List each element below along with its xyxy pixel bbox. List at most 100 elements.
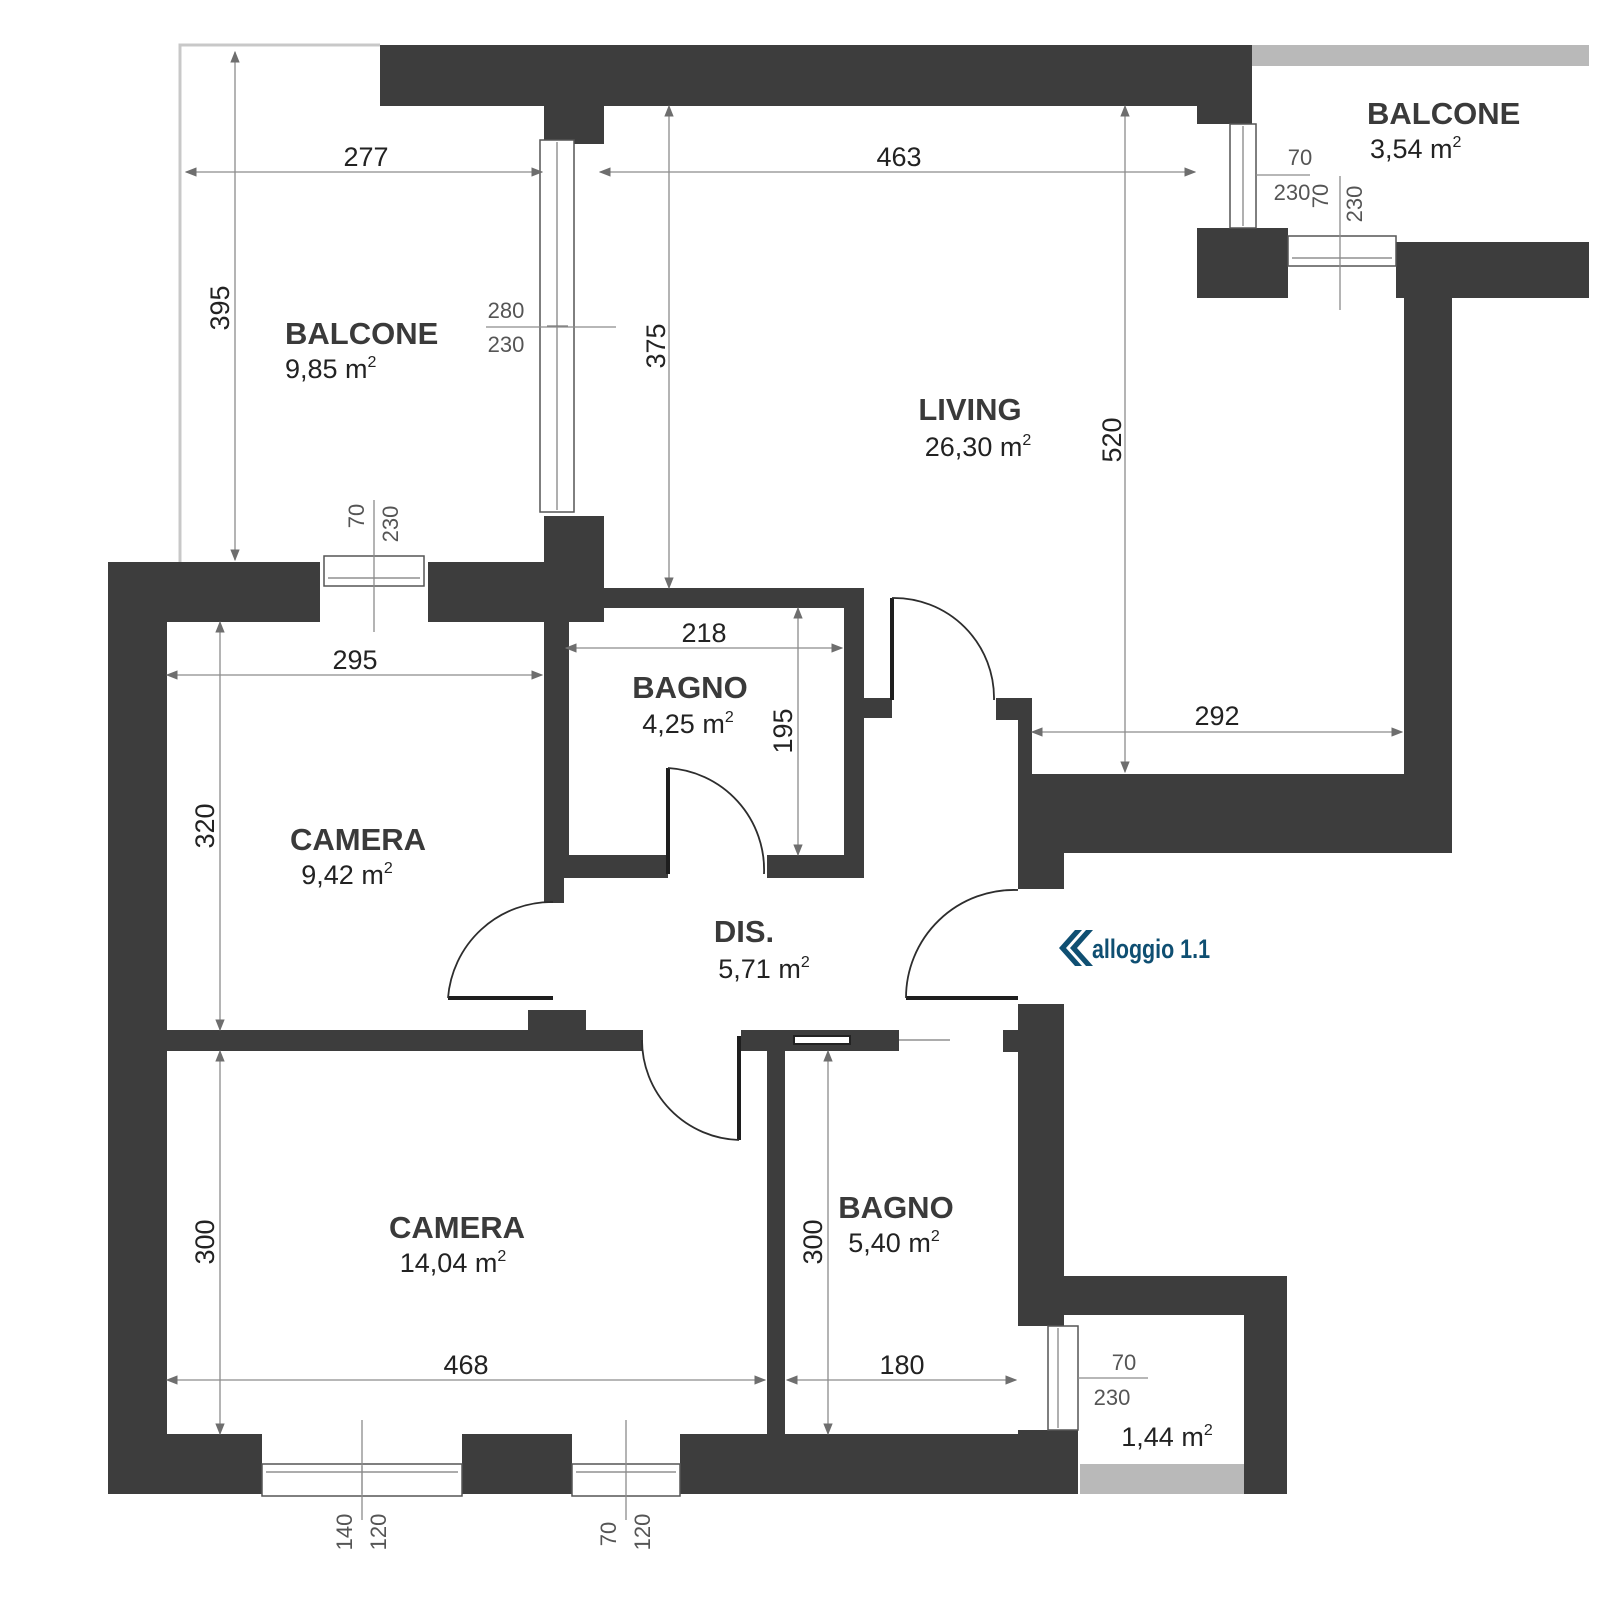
wall-bagno-north	[544, 588, 864, 608]
balcony-elements	[178, 43, 1589, 1494]
chevron-left-icon	[1070, 930, 1093, 966]
wall-bagno-south-west	[544, 855, 668, 878]
window-living-balcone	[539, 139, 575, 513]
win-bagno-lower-sill: 70	[596, 1522, 621, 1546]
wall-north-camera-east	[428, 562, 604, 622]
dim-balcone-depth: 395	[205, 285, 235, 330]
door-bagno-upper	[666, 767, 765, 875]
win-balcone-ne-height: 230	[1274, 180, 1311, 205]
win-camera-upper-height: 230	[378, 506, 403, 543]
wall-bagno-lower-west	[767, 1030, 785, 1464]
win-living-ne-height: 230	[1342, 186, 1367, 223]
wall-bagno-east-jamb	[864, 698, 892, 718]
room-bagno-lower: BAGNO 5,40 m2	[838, 1190, 953, 1258]
dim-camera-upper-depth: 320	[190, 803, 220, 848]
window-living-east	[1287, 235, 1397, 267]
room-name: BAGNO	[838, 1190, 953, 1225]
window-bagno-loggia	[1047, 1325, 1079, 1431]
dim-bagno-upper-depth: 195	[768, 708, 798, 753]
room-name: CAMERA	[389, 1210, 525, 1245]
room-balcone-west: BALCONE 9,85 m2	[285, 316, 438, 384]
wall-corridor-east-jamb	[996, 698, 1032, 720]
dim-camera-upper-width: 295	[332, 645, 377, 675]
wall-middle-west	[167, 1030, 643, 1051]
wall-bagno-west	[544, 608, 569, 878]
terrace-strip-loggia	[1080, 1464, 1244, 1494]
wall-pier-north-west	[544, 104, 604, 144]
room-area: 1,44 m2	[1121, 1422, 1213, 1452]
window-living-north-east	[1229, 123, 1257, 229]
wall-loggia-east	[1244, 1276, 1287, 1494]
room-area: 14,04 m2	[400, 1248, 507, 1278]
unit-logo-text: alloggio 1.1	[1092, 934, 1210, 964]
room-area: 3,54 m2	[1370, 134, 1462, 164]
dim-bagno-upper-width: 218	[681, 618, 726, 648]
room-name: BALCONE	[1367, 96, 1520, 131]
win-living-balcone-sill: 280	[488, 298, 525, 323]
win-bagno-lower-height: 120	[630, 1514, 655, 1551]
win-living-balcone-height: 230	[488, 332, 525, 357]
room-bagno-upper: BAGNO 4,25 m2	[632, 670, 747, 739]
win-camera-upper-sill: 70	[344, 504, 369, 528]
room-area: 9,85 m2	[285, 354, 377, 384]
win-loggia-height: 230	[1094, 1385, 1131, 1410]
dim-living-width: 463	[876, 142, 921, 172]
wall-east-stub	[1396, 242, 1589, 298]
room-name: CAMERA	[290, 822, 426, 857]
wall-pier-north-east	[1197, 104, 1252, 124]
wall-south-2	[462, 1434, 572, 1494]
dim-living-width-lower: 292	[1194, 701, 1239, 731]
wall-south-1	[108, 1434, 262, 1494]
room-loggia: 1,44 m2	[1121, 1422, 1213, 1452]
wall-corridor-east	[1018, 774, 1064, 889]
room-area: 5,71 m2	[718, 954, 810, 984]
wall-middle-block	[528, 1010, 586, 1032]
dimension-values: 277 463 395 375 520 292 218 195 295 320 …	[190, 142, 1240, 1380]
balcony-railing-west	[178, 43, 380, 565]
wall-bagno-lower-east	[1018, 1004, 1064, 1326]
doors	[447, 597, 1019, 1141]
room-living: LIVING 26,30 m2	[918, 392, 1031, 462]
wall-south-3	[680, 1434, 1078, 1494]
room-name: DIS.	[714, 914, 774, 949]
wall-bagno-south-east	[767, 855, 864, 878]
dim-camera-lower-depth: 300	[190, 1219, 220, 1264]
door-living-corridor	[905, 889, 1019, 1000]
unit-logo: alloggio 1.1	[1059, 930, 1210, 966]
door-camera-lower	[641, 1036, 741, 1141]
door-camera-upper	[447, 901, 554, 1000]
wall-north	[380, 45, 1252, 106]
room-area: 9,42 m2	[301, 860, 393, 890]
dim-bagno-lower-width: 180	[879, 1350, 924, 1380]
wall-pier-east-upper	[1197, 228, 1288, 298]
wall-corridor-east-upper	[1018, 715, 1032, 775]
room-balcone-north-east: BALCONE 3,54 m2	[1367, 96, 1520, 164]
room-name: BAGNO	[632, 670, 747, 705]
room-name: LIVING	[918, 392, 1021, 427]
room-area: 26,30 m2	[925, 432, 1032, 462]
room-name: BALCONE	[285, 316, 438, 351]
room-camera-lower: CAMERA 14,04 m2	[389, 1210, 525, 1278]
room-area: 4,25 m2	[642, 709, 734, 739]
terrace-strip-north-east	[1252, 45, 1589, 66]
room-labels: BALCONE 9,85 m2 BALCONE 3,54 m2 LIVING 2…	[285, 96, 1520, 1452]
wall-east-vertical	[1404, 298, 1452, 853]
win-camera-lower-height: 120	[366, 1514, 391, 1551]
wall-south-living	[1018, 774, 1452, 853]
wall-bagno-east	[844, 588, 864, 878]
dim-living-depth-east: 520	[1097, 417, 1127, 462]
door-bagno-lower-sliding	[793, 1035, 950, 1045]
window-annotations: 280 230 70 230 70 230 70 230 140 120 70 …	[332, 145, 1367, 1550]
room-camera-upper: CAMERA 9,42 m2	[290, 822, 426, 890]
dimension-lines	[165, 50, 1404, 1520]
door-entrance	[890, 597, 995, 701]
dim-bagno-lower-depth: 300	[798, 1219, 828, 1264]
wall-camera-east-upper	[544, 878, 564, 903]
dim-camera-lower-width: 468	[443, 1350, 488, 1380]
wall-bagno-lower-east-jamb	[1003, 1030, 1023, 1052]
win-loggia-sill: 70	[1112, 1350, 1136, 1375]
room-disimpegno: DIS. 5,71 m2	[714, 914, 810, 984]
dim-balcone-width: 277	[343, 142, 388, 172]
wall-west	[108, 562, 167, 1494]
